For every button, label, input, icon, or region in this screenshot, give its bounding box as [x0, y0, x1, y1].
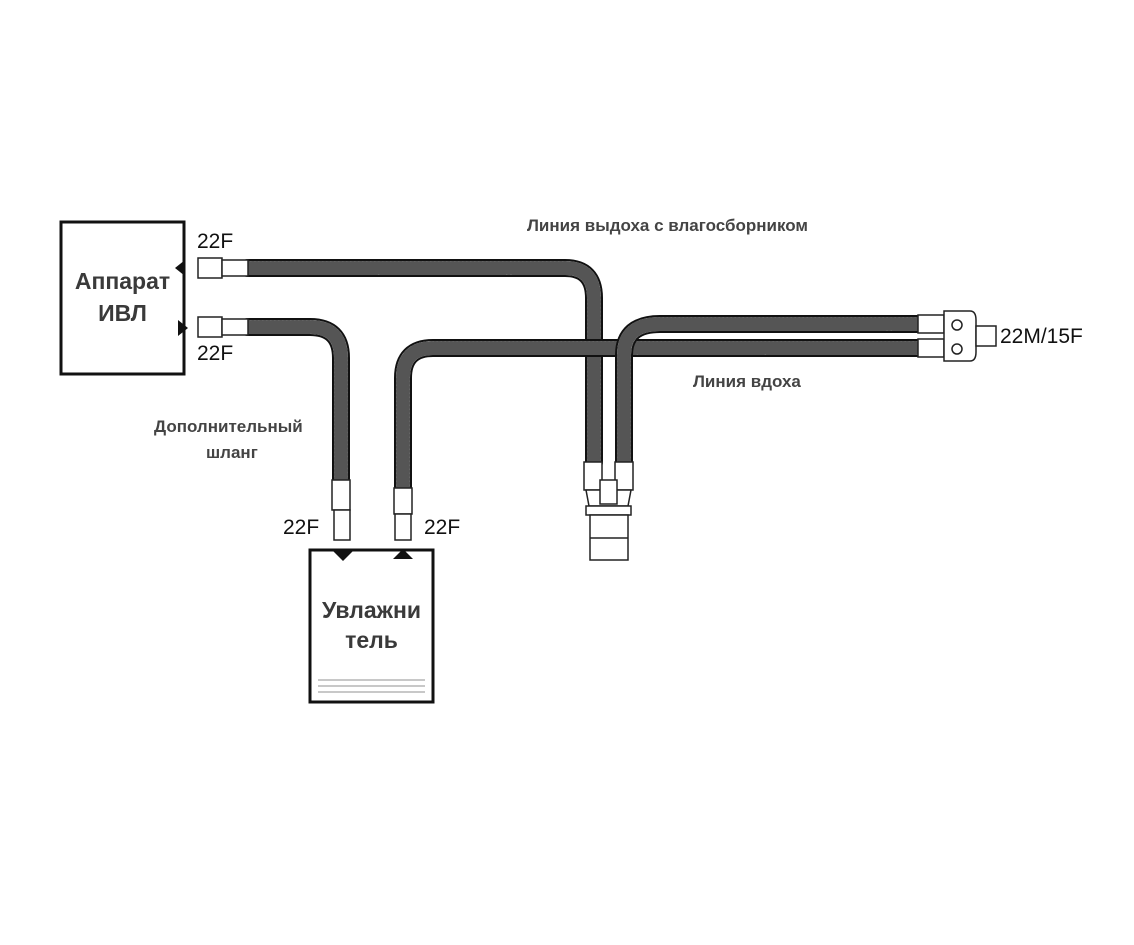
ventilator-title-line1: Аппарат — [74, 268, 171, 294]
hum-right-connector — [393, 487, 413, 541]
ventilator-box — [59, 220, 186, 376]
ventilator-inlet-arrow — [178, 320, 188, 336]
vent-top-connector — [197, 257, 249, 279]
humidifier-inlet-arrow — [333, 551, 353, 561]
extra-hose-label-line1: Дополнительный — [154, 417, 303, 436]
vent-bottom-connector — [197, 316, 249, 338]
vent-top-port-label: 22F — [197, 230, 234, 253]
water-trap-y-piece — [583, 461, 634, 561]
extra-hose-label-line2: шланг — [206, 443, 258, 462]
extra-hose — [239, 318, 350, 489]
hum-right-port-label: 22F — [424, 516, 461, 539]
ventilator-title-line2: ИВЛ — [98, 300, 147, 326]
inhalation-line-label: Линия вдоха — [693, 372, 801, 391]
patient-port-label: 22M/15F — [1000, 325, 1083, 348]
humidifier-title-line1: Увлажни — [321, 597, 421, 623]
patient-connectors — [917, 310, 997, 362]
hum-left-connector — [331, 479, 351, 541]
humidifier-water-lines — [318, 679, 425, 693]
ventilator-outlet-arrow — [175, 260, 185, 276]
hum-left-port-label: 22F — [283, 516, 320, 539]
exhalation-hose — [239, 259, 603, 471]
vent-bottom-port-label: 22F — [197, 342, 234, 365]
humidifier-box — [308, 548, 435, 704]
inhalation-hose — [394, 339, 927, 497]
return-hose — [615, 315, 927, 471]
exhalation-line-label: Линия выдоха с влагосборником — [527, 216, 809, 235]
humidifier-outlet-arrow — [393, 549, 413, 559]
humidifier-title-line2: тель — [345, 627, 398, 653]
